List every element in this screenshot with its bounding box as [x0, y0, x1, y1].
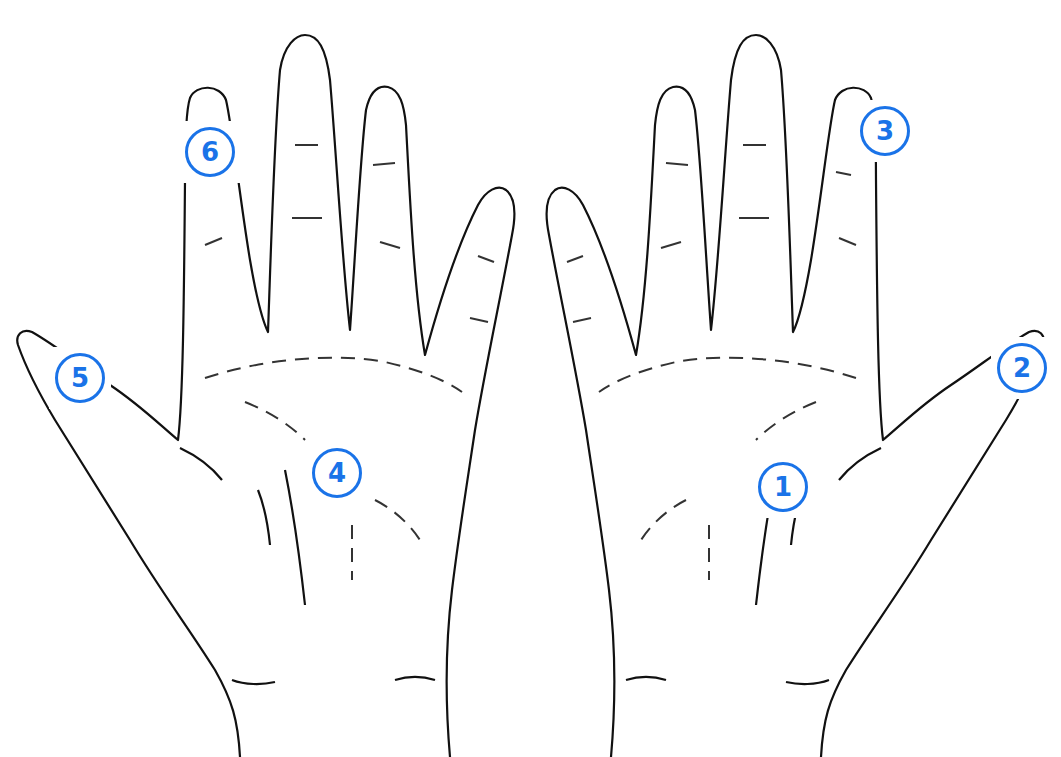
callout-number: 5 — [55, 353, 105, 403]
label-patch: 3 — [854, 100, 916, 162]
left-hand — [17, 35, 514, 757]
callout-number: 3 — [860, 106, 910, 156]
callout-number: 1 — [758, 462, 808, 512]
label-patch: 1 — [752, 456, 814, 518]
callout-number: 6 — [185, 127, 235, 177]
label-patch: 5 — [49, 347, 111, 409]
callout-number: 2 — [997, 343, 1047, 393]
right-hand — [547, 35, 1044, 757]
label-patch: 2 — [991, 337, 1053, 399]
callout-number: 4 — [312, 448, 362, 498]
label-patch: 4 — [306, 442, 368, 504]
label-patch: 6 — [179, 121, 241, 183]
